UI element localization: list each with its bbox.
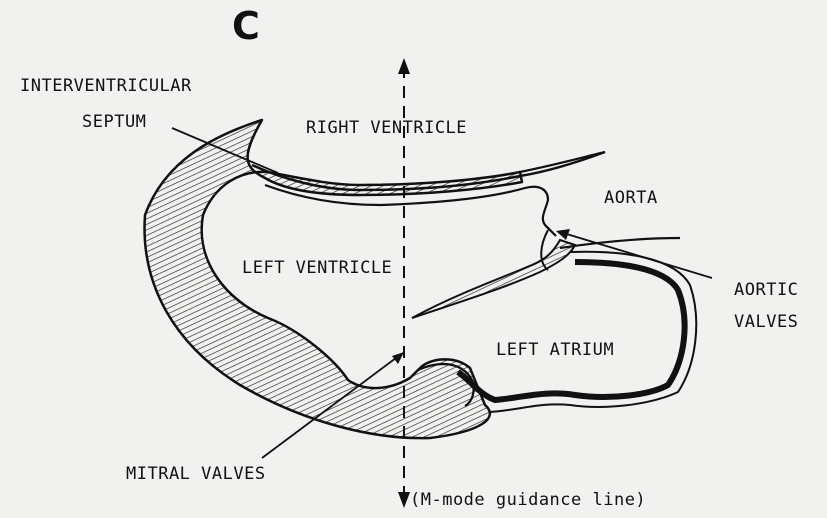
right-ventricle-label: RIGHT VENTRICLE	[306, 118, 467, 138]
valves-label: VALVES	[734, 312, 798, 332]
aorta-upper-wall	[520, 152, 605, 172]
septum-label: SEPTUM	[82, 112, 146, 132]
guidance-arrow-down	[398, 492, 410, 508]
aorto-mitral-wall	[412, 240, 575, 318]
aorta-label: AORTA	[604, 188, 658, 208]
left-atrium-label: LEFT ATRIUM	[496, 340, 614, 360]
mitral-valves-label: MITRAL VALVES	[126, 464, 266, 484]
mitral-leader-arrow	[392, 352, 404, 364]
aorta-lower-wall	[560, 238, 680, 248]
left-ventricle-label: LEFT VENTRICLE	[242, 258, 392, 278]
panel-letter: C	[232, 4, 260, 48]
aortic-label: AORTIC	[734, 280, 798, 300]
guidance-arrow-up	[398, 58, 410, 74]
aortic-leader-arrow	[556, 229, 570, 240]
ventricle-wall	[145, 120, 522, 438]
guidance-line-label: (M-mode guidance line)	[410, 490, 646, 510]
interventricular-label: INTERVENTRICULAR	[20, 76, 192, 96]
